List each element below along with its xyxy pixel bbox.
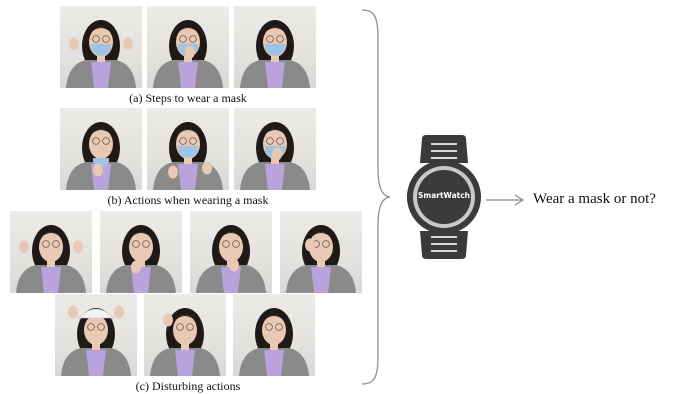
hand bbox=[123, 37, 133, 51]
hand bbox=[168, 165, 178, 179]
hand bbox=[305, 238, 315, 252]
hand bbox=[269, 331, 279, 345]
person-illustration bbox=[240, 20, 310, 88]
photo-c1 bbox=[10, 211, 92, 293]
photo-a1 bbox=[60, 6, 142, 88]
photo-a3 bbox=[234, 6, 316, 88]
photo-c5 bbox=[55, 294, 137, 376]
watch-label: SmartWatch bbox=[418, 191, 470, 200]
hand bbox=[69, 37, 79, 51]
person-illustration bbox=[153, 122, 223, 190]
person-illustration bbox=[150, 308, 220, 376]
watch-strap-top bbox=[420, 135, 468, 163]
smartwatch-icon bbox=[407, 135, 481, 259]
person-illustration bbox=[286, 225, 356, 293]
hand bbox=[73, 240, 83, 254]
hand bbox=[202, 161, 212, 175]
person-illustration bbox=[153, 20, 223, 88]
person-illustration bbox=[66, 122, 136, 190]
photo-b3 bbox=[234, 108, 316, 190]
output-question: Wear a mask or not? bbox=[533, 191, 656, 207]
hand bbox=[131, 260, 141, 274]
caption-b: (b) Actions when wearing a mask bbox=[107, 193, 269, 207]
photo-c7 bbox=[233, 294, 315, 376]
person-illustration bbox=[196, 225, 266, 293]
person-illustration bbox=[16, 225, 86, 293]
hand bbox=[114, 305, 124, 319]
arrow-icon bbox=[486, 194, 525, 206]
photo-c2 bbox=[100, 211, 182, 293]
photo-c6 bbox=[144, 294, 226, 376]
hand bbox=[93, 163, 103, 177]
hand bbox=[68, 305, 78, 319]
caption-a: (a) Steps to wear a mask bbox=[129, 91, 247, 105]
photo-a2 bbox=[147, 6, 229, 88]
person-illustration bbox=[61, 305, 131, 376]
photo-c4 bbox=[280, 211, 362, 293]
hand bbox=[229, 258, 239, 272]
hand bbox=[19, 240, 29, 254]
person-illustration bbox=[66, 20, 136, 88]
person-illustration bbox=[106, 225, 176, 293]
caption-c: (c) Disturbing actions bbox=[135, 379, 241, 393]
hand bbox=[163, 313, 173, 327]
photo-b2 bbox=[147, 108, 229, 190]
hand bbox=[185, 45, 195, 59]
photo-b1 bbox=[60, 108, 142, 190]
person-illustration bbox=[239, 308, 309, 376]
photo-c3 bbox=[190, 211, 272, 293]
person-illustration bbox=[240, 122, 310, 190]
curly-brace bbox=[361, 9, 391, 385]
hand bbox=[272, 147, 282, 161]
